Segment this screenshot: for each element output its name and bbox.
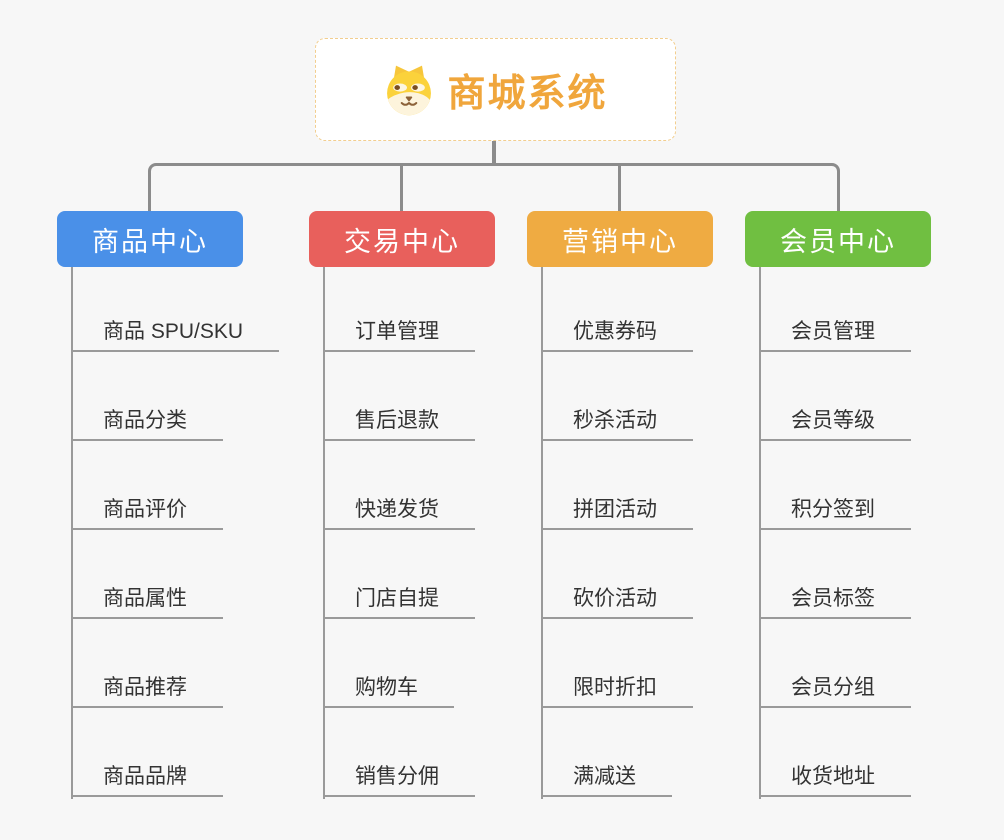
branch-node-product[interactable]: 商品中心 — [57, 211, 243, 267]
leaf-node[interactable]: 拼团活动 — [541, 493, 693, 530]
leaf-node[interactable]: 砍价活动 — [541, 582, 693, 619]
branch-product-center: 商品中心 商品 SPU/SKU 商品分类 商品评价 商品属性 商品推荐 商品品牌 — [57, 211, 307, 799]
leaf-node[interactable]: 商品分类 — [71, 404, 223, 441]
leaf-node[interactable]: 会员分组 — [759, 671, 911, 708]
branch-label: 商品中心 — [92, 226, 208, 257]
branch-trunk-line — [759, 267, 761, 799]
root-title: 商城系统 — [447, 73, 608, 115]
leaf-node[interactable]: 售后退款 — [323, 404, 475, 441]
leaf-node[interactable]: 商品 SPU/SKU — [71, 315, 280, 352]
connector-bus-line — [148, 163, 840, 211]
leaf-list: 优惠券码 秒杀活动 拼团活动 砍价活动 限时折扣 满减送 — [527, 267, 777, 797]
leaf-node[interactable]: 满减送 — [541, 760, 672, 797]
leaf-node[interactable]: 商品品牌 — [71, 760, 223, 797]
leaf-list: 会员管理 会员等级 积分签到 会员标签 会员分组 收货地址 — [745, 267, 995, 797]
leaf-node[interactable]: 门店自提 — [323, 582, 475, 619]
branch-marketing-center: 营销中心 优惠券码 秒杀活动 拼团活动 砍价活动 限时折扣 满减送 — [527, 211, 777, 799]
branch-trunk-line — [71, 267, 73, 799]
connector-drop-marketing — [618, 163, 621, 211]
connector-root-drop — [492, 141, 496, 166]
leaf-node[interactable]: 商品属性 — [71, 582, 223, 619]
leaf-node[interactable]: 会员等级 — [759, 404, 911, 441]
branch-node-trade[interactable]: 交易中心 — [309, 211, 495, 267]
leaf-node[interactable]: 会员管理 — [759, 315, 911, 352]
branch-node-member[interactable]: 会员中心 — [745, 211, 931, 267]
leaf-node[interactable]: 积分签到 — [759, 493, 911, 530]
leaf-node[interactable]: 购物车 — [323, 671, 454, 708]
root-node[interactable]: 商城系统 — [315, 38, 676, 141]
connector-drop-trade — [400, 163, 403, 211]
leaf-node[interactable]: 订单管理 — [323, 315, 475, 352]
leaf-node[interactable]: 商品推荐 — [71, 671, 223, 708]
leaf-node[interactable]: 销售分佣 — [323, 760, 475, 797]
branch-label: 营销中心 — [562, 226, 678, 257]
branch-label: 交易中心 — [344, 226, 460, 257]
branch-trunk-line — [541, 267, 543, 799]
branch-label: 会员中心 — [780, 226, 896, 257]
branch-trunk-line — [323, 267, 325, 799]
branch-node-marketing[interactable]: 营销中心 — [527, 211, 713, 267]
branch-member-center: 会员中心 会员管理 会员等级 积分签到 会员标签 会员分组 收货地址 — [745, 211, 995, 799]
branch-trade-center: 交易中心 订单管理 售后退款 快递发货 门店自提 购物车 销售分佣 — [309, 211, 559, 799]
leaf-node[interactable]: 会员标签 — [759, 582, 911, 619]
leaf-list: 订单管理 售后退款 快递发货 门店自提 购物车 销售分佣 — [309, 267, 559, 797]
leaf-node[interactable]: 优惠券码 — [541, 315, 693, 352]
leaf-list: 商品 SPU/SKU 商品分类 商品评价 商品属性 商品推荐 商品品牌 — [57, 267, 307, 797]
leaf-node[interactable]: 快递发货 — [323, 493, 475, 530]
leaf-node[interactable]: 收货地址 — [759, 760, 911, 797]
leaf-node[interactable]: 秒杀活动 — [541, 404, 693, 441]
dog-face-icon — [383, 64, 435, 116]
leaf-node[interactable]: 限时折扣 — [541, 671, 693, 708]
leaf-node[interactable]: 商品评价 — [71, 493, 223, 530]
